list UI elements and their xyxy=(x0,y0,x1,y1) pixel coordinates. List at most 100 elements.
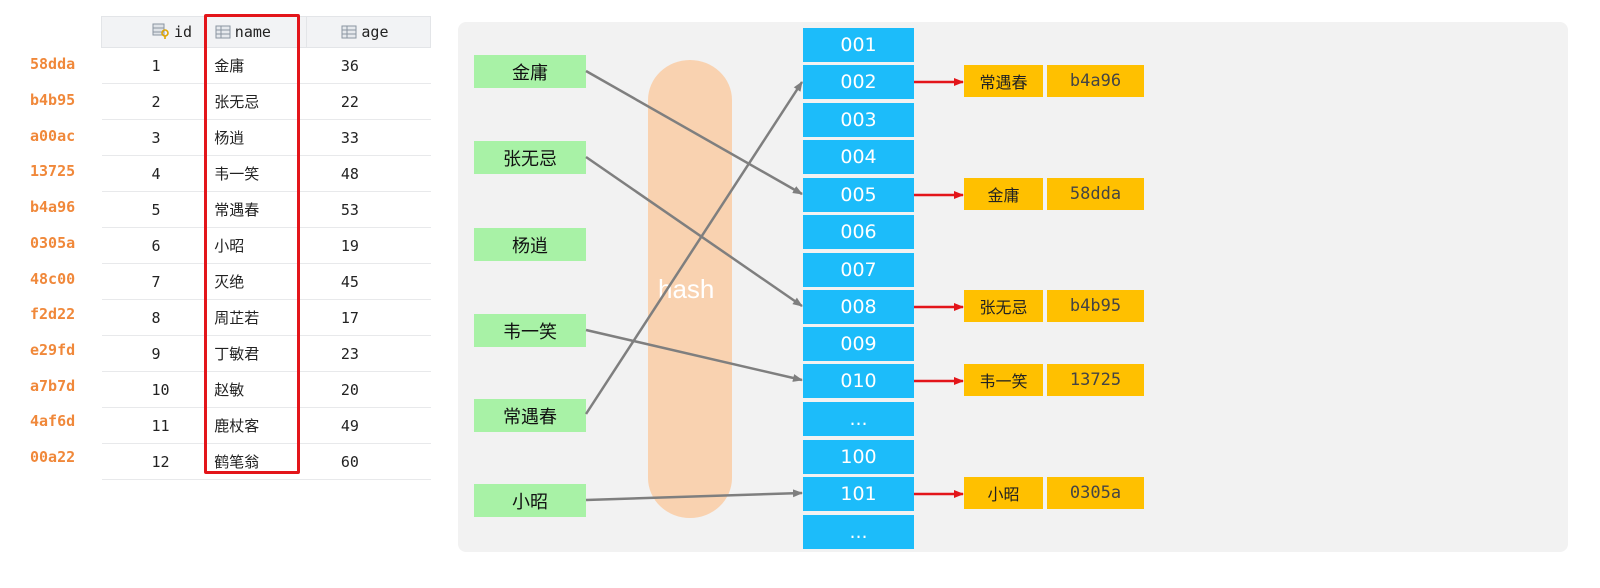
column-header-age[interactable]: age xyxy=(306,16,431,48)
bucket-slot: 101 xyxy=(803,477,914,511)
cell-age: 48 xyxy=(306,155,431,192)
bucket-slot: 008 xyxy=(803,290,914,324)
cell-name: 韦一笑 xyxy=(204,155,307,192)
cell-age: 53 xyxy=(306,191,431,228)
row-hash-7: 48c00 xyxy=(30,270,76,288)
row-hash-9: e29fd xyxy=(30,341,76,359)
hash-function-band xyxy=(648,60,732,518)
entry-name: 常遇春 xyxy=(964,65,1043,97)
key-column-icon xyxy=(152,23,169,39)
cell-id: 1 xyxy=(101,47,205,84)
cell-id: 6 xyxy=(101,227,205,264)
column-header-name-label: name xyxy=(234,23,271,41)
mapping-arrow xyxy=(585,328,803,382)
entry-name: 金庸 xyxy=(964,178,1043,210)
cell-age: 49 xyxy=(306,407,431,444)
key-box: 常遇春 xyxy=(474,399,586,432)
entry-name: 韦一笑 xyxy=(964,364,1043,396)
cell-name: 鹿杖客 xyxy=(204,407,307,444)
entry-hash: 0305a xyxy=(1047,477,1144,509)
row-hash-12: 00a22 xyxy=(30,448,76,466)
bucket-slot: 010 xyxy=(803,364,914,398)
entry-name: 小昭 xyxy=(964,477,1043,509)
cell-age: 33 xyxy=(306,119,431,156)
cell-age: 19 xyxy=(306,227,431,264)
cell-name: 杨逍 xyxy=(204,119,307,156)
bucket-slot: 007 xyxy=(803,253,914,287)
column-header-id-label: id xyxy=(174,23,193,41)
key-box: 小昭 xyxy=(474,484,586,517)
cell-age: 17 xyxy=(306,299,431,336)
cell-id: 2 xyxy=(101,83,205,120)
row-hash-10: a7b7d xyxy=(30,377,76,395)
key-box: 金庸 xyxy=(474,55,586,88)
row-hash-8: f2d22 xyxy=(30,305,76,323)
cell-id: 7 xyxy=(101,263,205,300)
cell-id: 10 xyxy=(101,371,205,408)
column-header-age-label: age xyxy=(361,23,389,41)
entry-hash: 13725 xyxy=(1047,364,1144,396)
cell-id: 11 xyxy=(101,407,205,444)
cell-id: 3 xyxy=(101,119,205,156)
cell-name: 张无忌 xyxy=(204,83,307,120)
key-box: 杨逍 xyxy=(474,228,586,261)
entry-hash: b4a96 xyxy=(1047,65,1144,97)
diagram-panel xyxy=(458,22,1568,552)
cell-name: 灭绝 xyxy=(204,263,307,300)
bucket-slot: 100 xyxy=(803,440,914,474)
bucket-slot: 002 xyxy=(803,65,914,99)
bucket-slot: 003 xyxy=(803,103,914,137)
cell-age: 23 xyxy=(306,335,431,372)
cell-id: 12 xyxy=(101,443,205,480)
mapping-arrow xyxy=(584,81,804,415)
bucket-slot: ... xyxy=(803,402,914,436)
row-hash-6: 0305a xyxy=(30,234,76,252)
row-hash-11: 4af6d xyxy=(30,412,76,430)
row-hash-2: b4b95 xyxy=(30,91,76,109)
cell-age: 20 xyxy=(306,371,431,408)
bucket-slot: ... xyxy=(803,515,914,549)
cell-name: 小昭 xyxy=(204,227,307,264)
cell-id: 4 xyxy=(101,155,205,192)
cell-age: 22 xyxy=(306,83,431,120)
cell-name: 常遇春 xyxy=(204,191,307,228)
mapping-arrow xyxy=(585,155,803,308)
bucket-slot: 001 xyxy=(803,28,914,62)
cell-age: 36 xyxy=(306,47,431,84)
cell-age: 60 xyxy=(306,443,431,480)
bucket-slot: 006 xyxy=(803,215,914,249)
row-hash-4: 13725 xyxy=(30,162,76,180)
cell-id: 9 xyxy=(101,335,205,372)
row-hash-1: 58dda xyxy=(30,55,76,73)
entry-hash: b4b95 xyxy=(1047,290,1144,322)
entry-hash: 58dda xyxy=(1047,178,1144,210)
mapping-arrow xyxy=(585,69,803,196)
key-box: 韦一笑 xyxy=(474,314,586,347)
table-column-icon xyxy=(341,25,357,39)
cell-name: 金庸 xyxy=(204,47,307,84)
bucket-slot: 005 xyxy=(803,178,914,212)
bucket-slot: 004 xyxy=(803,140,914,174)
key-box: 张无忌 xyxy=(474,141,586,174)
bucket-slot: 009 xyxy=(803,327,914,361)
row-hash-3: a00ac xyxy=(30,127,76,145)
row-hash-5: b4a96 xyxy=(30,198,76,216)
table-column-icon xyxy=(215,25,231,39)
entry-name: 张无忌 xyxy=(964,290,1043,322)
cell-name: 周芷若 xyxy=(204,299,307,336)
cell-name: 丁敏君 xyxy=(204,335,307,372)
column-header-id[interactable]: id xyxy=(101,16,205,48)
